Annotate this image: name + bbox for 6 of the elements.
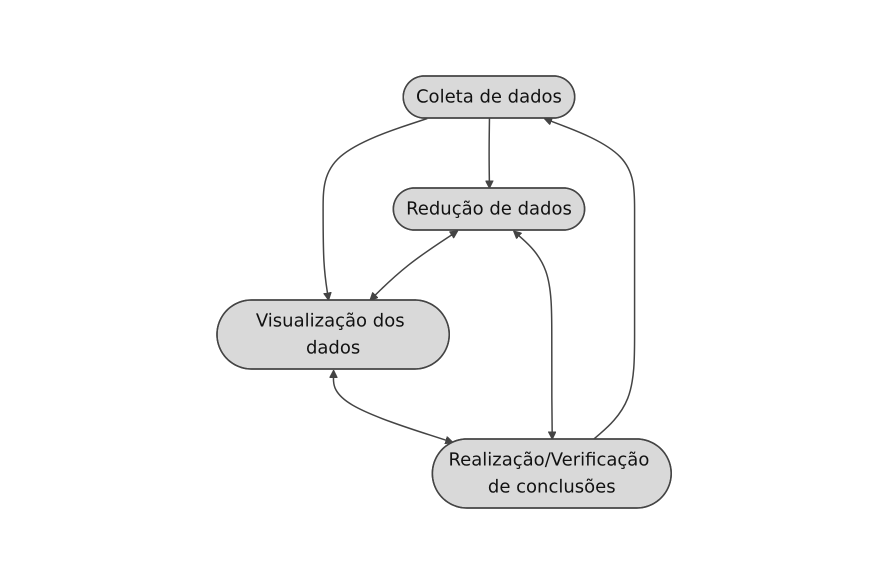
- arrow: [485, 118, 494, 189]
- arrow: [330, 370, 454, 444]
- arrow: [370, 230, 459, 301]
- arrow: [513, 230, 557, 440]
- arrow: [544, 117, 636, 440]
- arrow: [322, 118, 428, 301]
